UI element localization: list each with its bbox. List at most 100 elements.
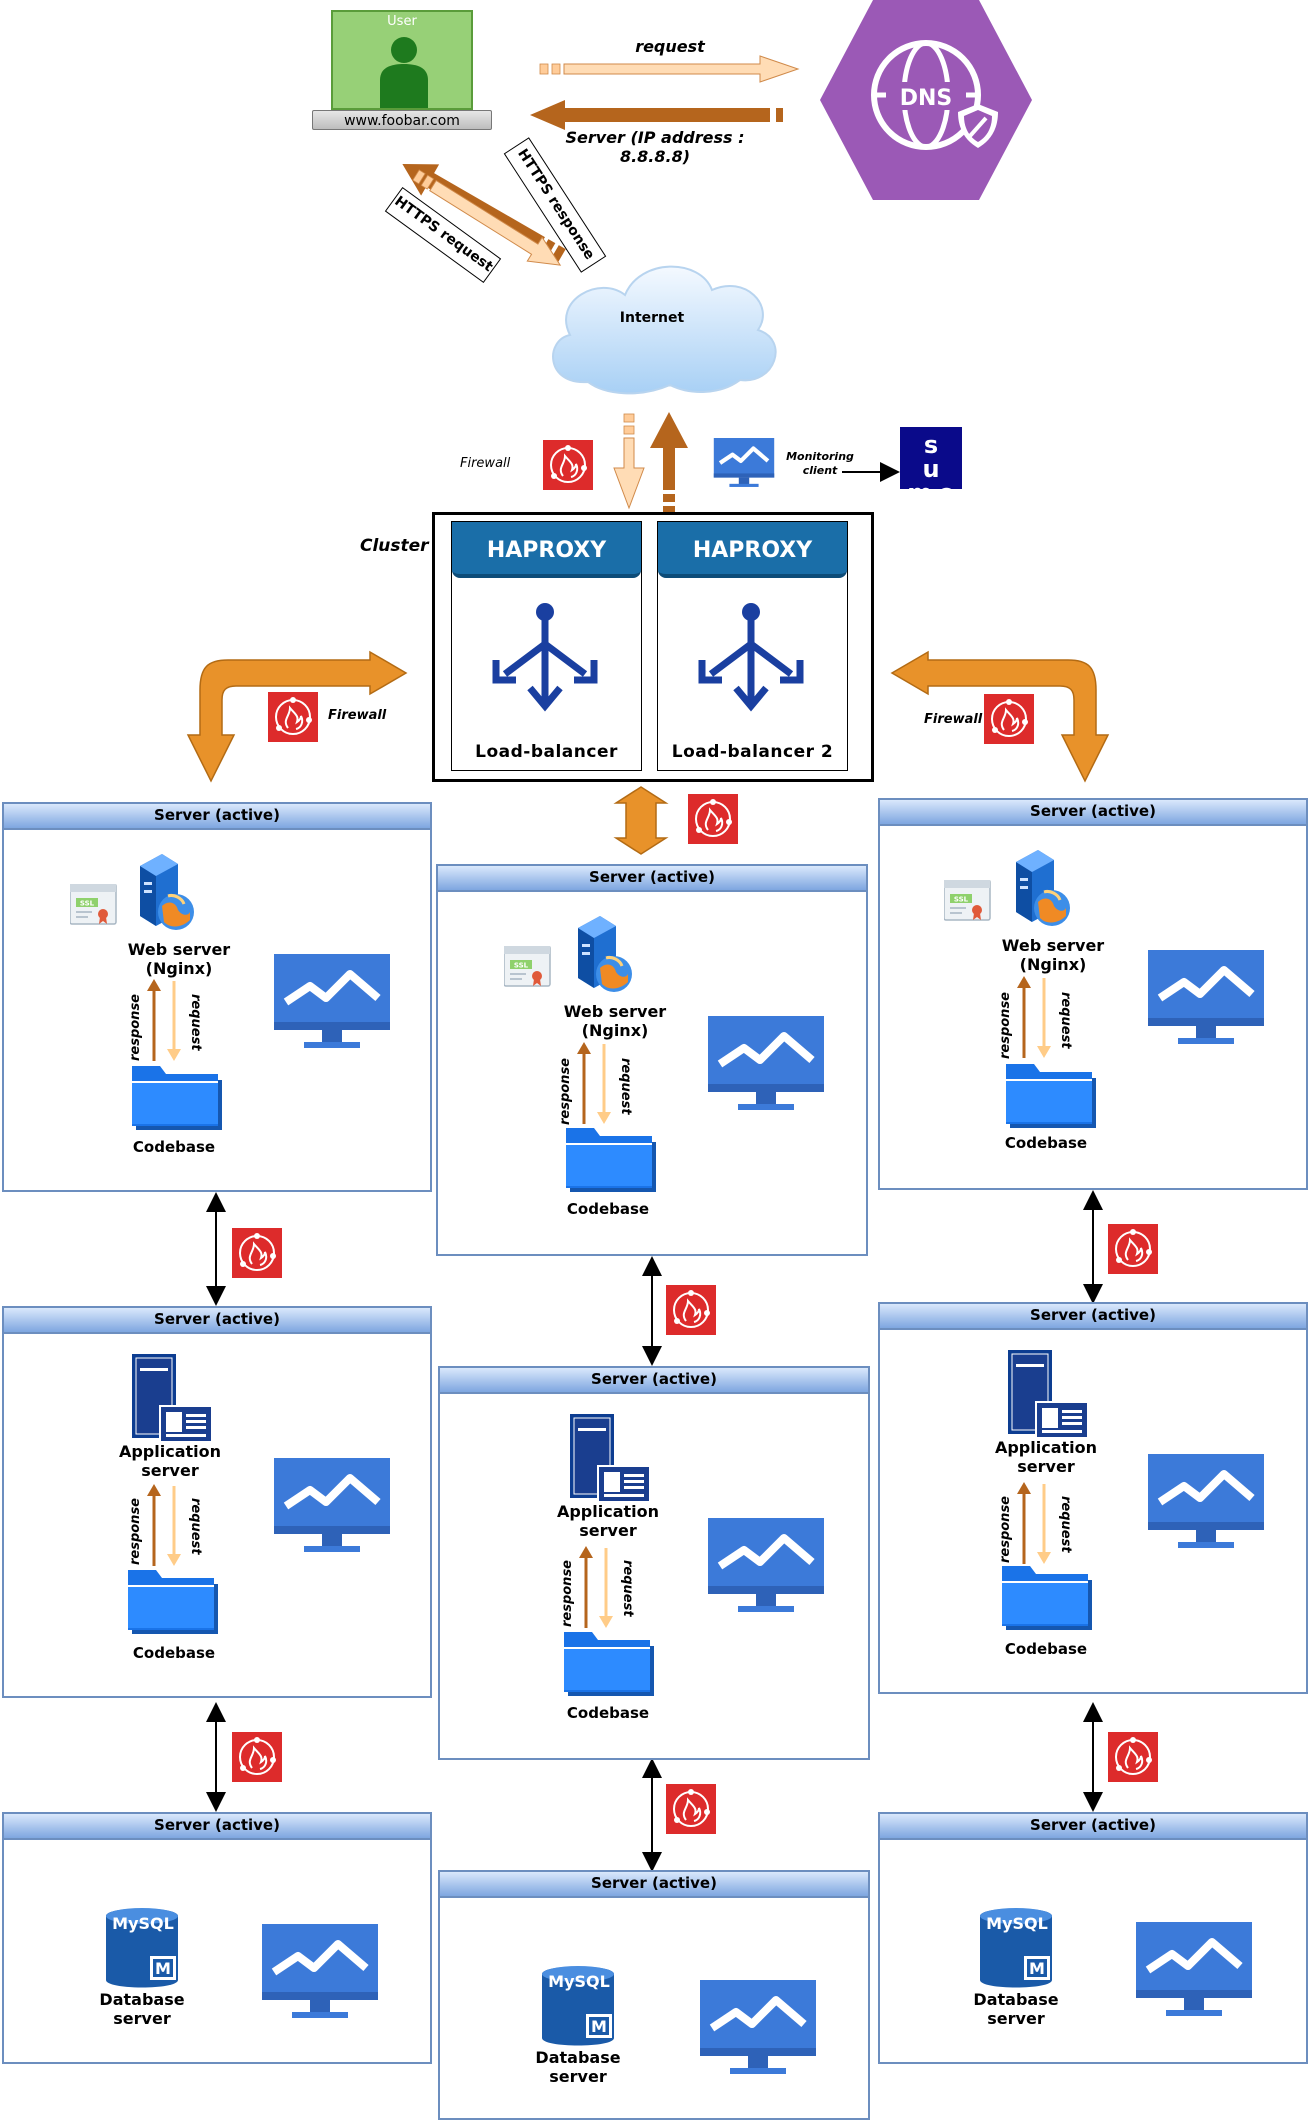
load-balancer-1[interactable]: HAPROXY Load-balancer [451,521,642,771]
monitor-icon [1148,1454,1264,1550]
monitor-icon [710,438,778,488]
https-request-arrow [412,169,562,266]
codebase-label: Codebase [1004,1134,1088,1152]
monitor-icon [700,1980,816,2076]
web-server-icon [1014,850,1072,928]
load-balancer-2[interactable]: HAPROXY Load-balancer 2 [657,521,848,771]
codebase-folder-icon [128,1570,219,1635]
request-label: request [620,1560,635,1617]
app-server-panel-center[interactable]: Server (active) Application server respo… [438,1366,870,1760]
dns-icon: DNS [820,0,1032,200]
codebase-folder-icon [566,1128,657,1193]
mysql-logo: MySQL [548,1972,610,1991]
db-server-panel-center[interactable]: Server (active) MySQL Database server [438,1870,870,2120]
right-u-arrow [890,650,1110,783]
firewall-icon [232,1732,282,1782]
internet-cloud [552,265,777,395]
codebase-folder-icon [564,1632,655,1697]
ssl-certificate-icon [70,884,117,925]
firewall-icon [1108,1732,1158,1782]
codebase-label: Codebase [132,1138,216,1156]
server-header: Server (active) [4,1814,430,1840]
application-server-icon [1008,1350,1089,1439]
left-u-arrow [186,650,408,783]
ssl-certificate-icon [504,946,551,987]
database-server-label: Database server [535,2048,621,2086]
center-double-arrow [613,786,669,855]
monitor-icon [262,1924,378,2020]
firewall-icon [1108,1224,1158,1274]
dns-response-label: Server (IP address : 8.8.8.8) [565,128,745,166]
db-server-panel-right[interactable]: Server (active) MySQL Database server [878,1812,1308,2064]
monitor-icon [1148,950,1264,1046]
monitor-icon [274,954,390,1050]
monitor-icon [1136,1922,1252,2018]
user-icon [380,37,428,108]
haproxy-logo: HAPROXY [452,522,641,578]
server-header: Server (active) [880,1814,1306,1840]
haproxy-logo: HAPROXY [658,522,847,578]
request-label: request [188,994,203,1051]
user-laptop-screen: User [331,10,473,110]
request-response-arrows [147,979,181,1061]
application-server-label: Application server [994,1438,1098,1476]
internet-label: Internet [619,310,685,326]
ssl-certificate-icon [944,880,991,921]
monitor-icon [708,1518,824,1614]
request-label: request [635,37,705,56]
web-server-panel-center[interactable]: Server (active) Web server (Nginx) respo… [436,864,868,1256]
web-server-label: Web server (Nginx) [563,1002,667,1040]
dns-label: DNS [900,86,953,111]
firewall-icon [666,1285,716,1335]
firewall-icon [232,1228,282,1278]
web-server-label: Web server (Nginx) [127,940,231,978]
server-header: Server (active) [880,1304,1306,1330]
cluster-response-arrow [650,412,688,514]
cluster-label: Cluster [360,536,429,556]
mysql-logo: MySQL [112,1914,174,1933]
response-label: response [128,1498,143,1566]
load-balancer-icon [698,603,804,712]
request-response-arrows [147,1484,181,1566]
app-server-panel-right[interactable]: Server (active) Application server respo… [878,1302,1308,1694]
dns-response-arrow [530,100,783,130]
firewall-icon [543,440,593,490]
mysql-logo: MySQL [986,1914,1048,1933]
load-balancer-1-name: Load-balancer [475,742,618,762]
web-server-icon [138,854,196,932]
request-response-arrows [1017,1482,1051,1564]
firewall-label-right: Firewall [924,712,983,727]
app-server-panel-left[interactable]: Server (active) Application server respo… [2,1306,432,1698]
web-server-icon [576,916,634,994]
server-header: Server (active) [4,804,430,830]
web-server-label: Web server (Nginx) [1001,936,1105,974]
monitor-icon [274,1458,390,1554]
firewall-label: Firewall [460,456,511,471]
codebase-folder-icon [1002,1566,1093,1631]
response-label: response [128,994,143,1062]
codebase-folder-icon [1006,1064,1097,1129]
database-server-label: Database server [99,1990,185,2028]
firewall-icon [984,694,1034,744]
db-server-panel-left[interactable]: Server (active) MySQL Database server [2,1812,432,2064]
firewall-icon [666,1784,716,1834]
request-label: request [618,1058,633,1115]
firewall-label-left: Firewall [328,708,387,723]
response-label: response [560,1560,575,1628]
request-arrow [539,55,800,83]
server-header: Server (active) [440,1368,868,1394]
request-response-arrows [1017,976,1051,1058]
codebase-label: Codebase [132,1644,216,1662]
request-label: request [188,1498,203,1555]
web-server-panel-left[interactable]: Server (active) Web server (Nginx) respo… [2,802,432,1192]
web-server-panel-right[interactable]: Server (active) Web server (Nginx) respo… [878,798,1308,1190]
cluster: HAPROXY Load-balancer HAPROXY Load-balan… [432,512,874,782]
firewall-icon [688,794,738,844]
response-label: response [998,992,1013,1060]
application-server-icon [570,1414,651,1503]
codebase-label: Codebase [1004,1640,1088,1658]
url-bar[interactable]: www.foobar.com [312,110,492,130]
request-label: request [1058,1496,1073,1553]
application-server-label: Application server [556,1502,660,1540]
response-label: response [558,1058,573,1126]
